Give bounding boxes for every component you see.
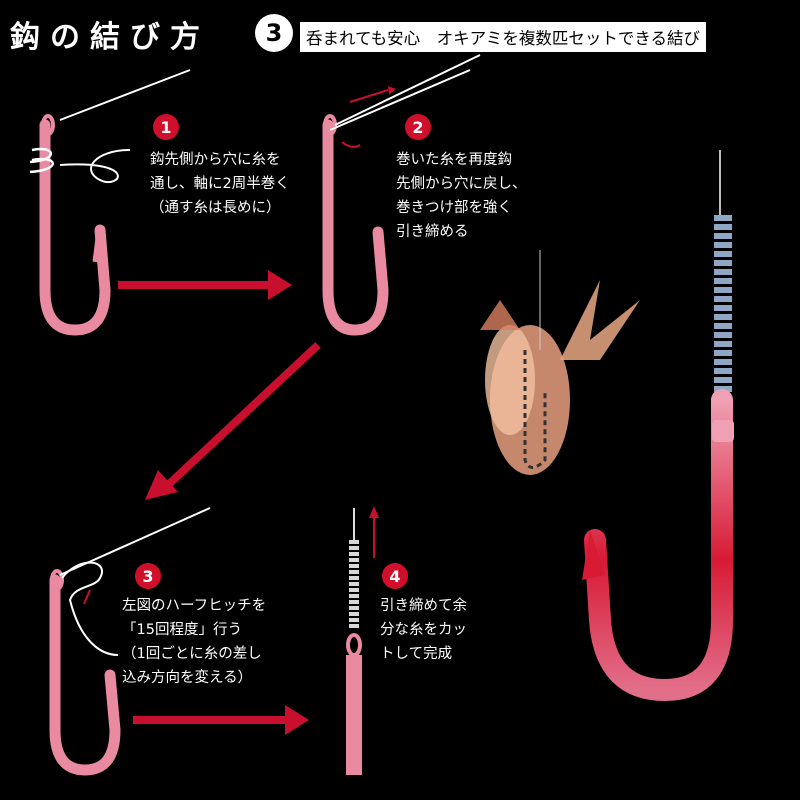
okiami-shrimp-image	[480, 250, 640, 475]
step4-text: 引き締めて余 分な糸をカッ トして完成	[380, 598, 467, 662]
step2-badge: 2	[405, 114, 431, 140]
step3-badge: 3	[135, 563, 161, 589]
arrow-step3-to-4	[133, 705, 309, 735]
page-title: 鈎の結び方	[10, 20, 210, 55]
hook-step4	[346, 506, 379, 775]
hook-large-finished	[582, 150, 734, 702]
hook-step1	[29, 69, 191, 336]
section-number-badge: 3	[255, 14, 293, 52]
subtitle: 呑まれても安心 オキアミを複数匹セットできる結び	[300, 22, 707, 52]
step3-text: 左図のハーフヒッチを 「15回程度」行う （1回ごとに糸の差し 込み方向を変える…	[122, 598, 267, 686]
hook-step2	[322, 54, 481, 336]
arrow-step1-to-2	[118, 270, 292, 300]
step1-text: 鈎先側から穴に糸を 通し、軸に2周半巻く （通す糸は長めに）	[150, 152, 290, 216]
step1-badge: 1	[153, 114, 179, 140]
step4-badge: 4	[382, 563, 408, 589]
step2-text: 巻いた糸を再度鈎 先側から穴に戻し、 巻きつけ部を強く 引き締める	[396, 152, 527, 240]
arrow-step2-to-3	[145, 342, 321, 500]
hook-step3	[49, 507, 211, 776]
